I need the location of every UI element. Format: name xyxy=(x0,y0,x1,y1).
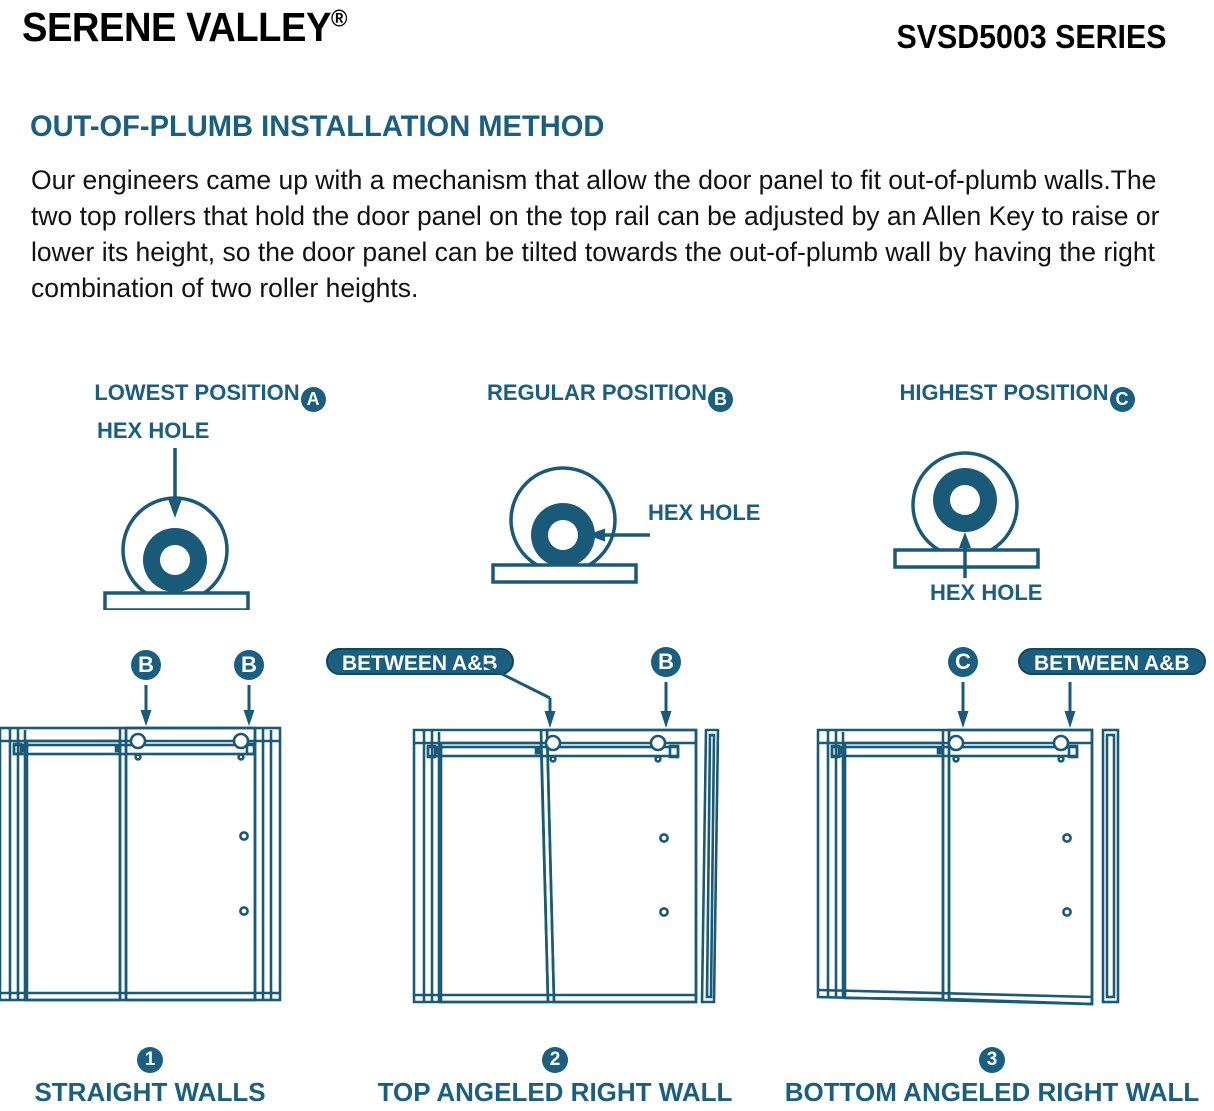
marker-c-left-icon: C xyxy=(948,647,978,677)
caption-1-number-icon: 1 xyxy=(137,1047,163,1073)
caption-door-1: 1 STRAIGHT WALLS xyxy=(0,1047,300,1108)
caption-door-3: 3 BOTTOM ANGELED RIGHT WALL xyxy=(770,1047,1214,1108)
badge-b-icon: B xyxy=(708,387,733,412)
caption-1-text: STRAIGHT WALLS xyxy=(34,1077,266,1107)
caption-3-number-icon: 3 xyxy=(979,1047,1005,1073)
caption-2-number-icon: 2 xyxy=(542,1047,568,1073)
caption-door-2: 2 TOP ANGELED RIGHT WALL xyxy=(355,1047,755,1108)
brand-name: SERENE VALLEY xyxy=(22,4,331,50)
caption-2-text: TOP ANGELED RIGHT WALL xyxy=(377,1077,733,1107)
roller-b-title-text: REGULAR POSITION xyxy=(486,380,707,405)
badge-a-icon: A xyxy=(300,387,326,412)
badge-c-icon: C xyxy=(1109,387,1135,412)
series-label: SVSD5003 SERIES xyxy=(895,18,1166,55)
door-diagram-bottom-angled-right-wall: C BETWEEN A&B xyxy=(800,640,1214,1060)
marker-b-left-icon: B xyxy=(131,650,161,680)
page-header: SERENE VALLEY® SVSD5003 SERIES xyxy=(0,0,1214,72)
marker-b-right-icon: B xyxy=(234,650,264,680)
roller-c-drawing xyxy=(893,451,1040,578)
intro-paragraph: Our engineers came up with a mechanism t… xyxy=(31,165,1160,303)
marker-between-ab-left-pill: BETWEEN A&B xyxy=(326,648,514,675)
marker-b-right-icon: B xyxy=(651,647,681,677)
door-diagram-straight-walls: B B xyxy=(0,640,392,1060)
door-diagram-top-angled-right-wall: BETWEEN A&B B xyxy=(326,640,796,1060)
roller-a-title-text: LOWEST POSITION xyxy=(94,380,300,405)
roller-b-hex-label: HEX HOLE xyxy=(648,500,761,525)
brand-logo: SERENE VALLEY® xyxy=(22,4,347,51)
marker-between-ab-right-pill: BETWEEN A&B xyxy=(1018,648,1206,675)
registered-mark-icon: ® xyxy=(330,5,347,33)
roller-b-drawing xyxy=(491,466,650,584)
roller-a-drawing xyxy=(103,448,250,610)
roller-c-hex-label: HEX HOLE xyxy=(930,580,1043,605)
roller-c-title-text: HIGHEST POSITION xyxy=(899,380,1109,405)
door-3-drawing xyxy=(816,682,1120,1006)
roller-a-hex-label: HEX HOLE xyxy=(97,418,210,443)
door-1-drawing xyxy=(0,685,282,1002)
door-2-drawing xyxy=(412,663,720,1004)
section-title: OUT-OF-PLUMB INSTALLATION METHOD xyxy=(30,110,605,143)
caption-3-text: BOTTOM ANGELED RIGHT WALL xyxy=(784,1077,1200,1107)
